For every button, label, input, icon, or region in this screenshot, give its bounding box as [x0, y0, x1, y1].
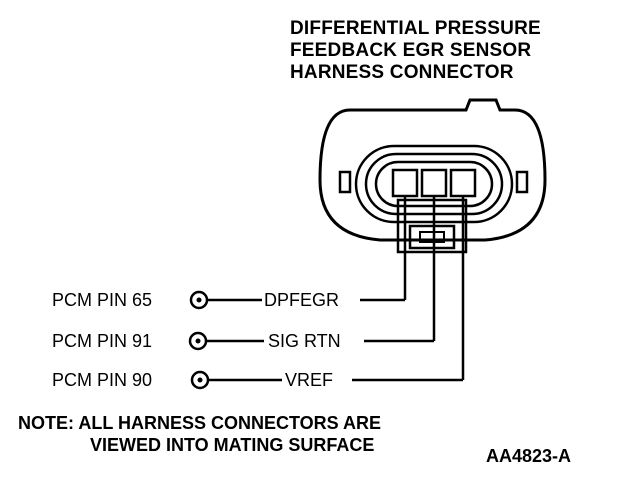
wire-lock-tab-inner: [419, 231, 445, 243]
pcm-pin-65-terminal-dot: [196, 297, 202, 303]
viewing-note: NOTE: ALL HARNESS CONNECTORS ARE VIEWED …: [18, 412, 381, 456]
pcm-pin-90-terminal-dot: [197, 377, 203, 383]
pcm-pin-91-label: PCM PIN 91: [52, 331, 153, 351]
terminal-cavity-1: [391, 168, 419, 198]
figure-reference: AA4823-A: [486, 446, 572, 466]
title-line-2: FEEDBACK EGR SENSOR: [290, 40, 532, 61]
title-line-3: HARNESS CONNECTOR: [290, 62, 514, 83]
diagram-title: DIFFERENTIAL PRESSURE FEEDBACK EGR SENSO…: [290, 18, 541, 84]
signal-dpfegr-label: DPFEGR: [264, 290, 340, 310]
wire-strain-relief: [396, 198, 468, 254]
title-line-1: DIFFERENTIAL PRESSURE: [290, 18, 541, 39]
connector-housing: [318, 98, 547, 242]
note-line-2: VIEWED INTO MATING SURFACE: [90, 435, 375, 455]
note-line-1: NOTE: ALL HARNESS CONNECTORS ARE: [18, 413, 382, 433]
pcm-pin-91-terminal-dot: [195, 338, 201, 344]
signal-sig-rtn-label: SIG RTN: [268, 331, 341, 351]
connector-left-latch: [338, 170, 352, 194]
connector-right-latch: [515, 170, 529, 194]
signal-vref-label: VREF: [285, 370, 334, 390]
terminal-cavity-2: [420, 168, 448, 198]
pcm-pin-65-label: PCM PIN 65: [52, 290, 153, 310]
pcm-pin-90-label: PCM PIN 90: [52, 370, 153, 390]
terminal-cavity-3: [449, 168, 477, 198]
wire-lock-tab: [408, 224, 456, 250]
